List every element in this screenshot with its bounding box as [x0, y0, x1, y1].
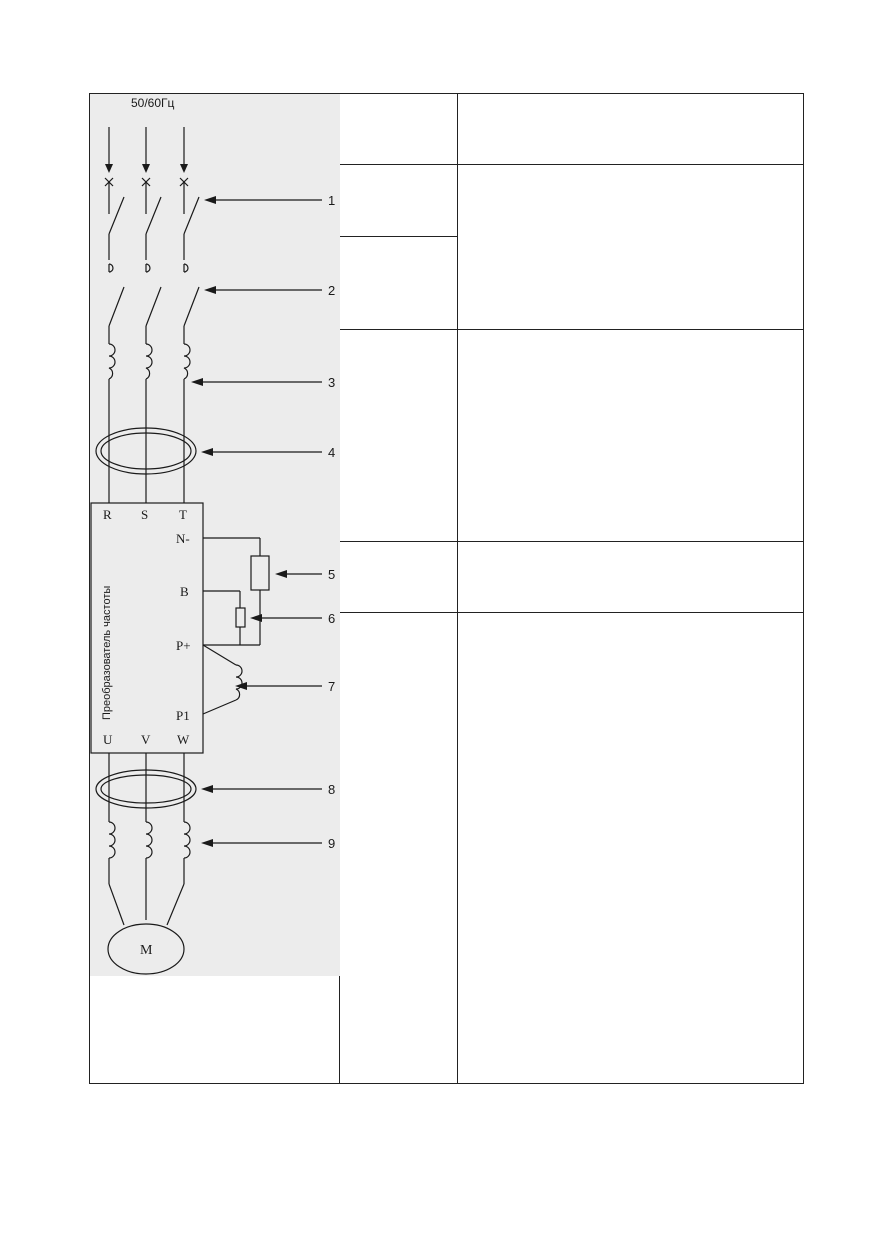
- terminal-p-plus: P+: [176, 638, 191, 653]
- wiring-diagram: 50/60Гц: [90, 94, 340, 976]
- supply-frequency-label: 50/60Гц: [131, 96, 175, 110]
- incoming-line-arrows: [108, 127, 185, 164]
- wiring-diagram-cell: 50/60Гц: [89, 93, 340, 1084]
- motor-label: M: [140, 943, 153, 958]
- component-table: 50/60Гц: [89, 93, 804, 1084]
- terminal-p1: P1: [176, 708, 190, 723]
- callout-5: 5: [328, 567, 335, 582]
- terminal-r: R: [103, 507, 112, 522]
- output-conductors: [108, 753, 185, 926]
- terminal-u: U: [103, 732, 113, 747]
- table-cell-name: [339, 236, 458, 330]
- callout-arrowheads: [191, 196, 287, 847]
- input-reactor: [108, 343, 191, 380]
- callout-1: 1: [328, 193, 335, 208]
- callout-9: 9: [328, 836, 335, 851]
- circuit-breaker: [108, 234, 200, 327]
- callout-4: 4: [328, 445, 335, 460]
- output-ferrite-filter: [95, 769, 197, 809]
- table-cell-name: [339, 541, 458, 613]
- table-cell-description: [457, 329, 804, 542]
- callout-6: 6: [328, 611, 335, 626]
- table-cell-description: [457, 93, 804, 165]
- terminal-t: T: [179, 507, 187, 522]
- table-cell-name: [339, 93, 458, 165]
- table-cell-description: [457, 164, 804, 330]
- table-cell-name: [339, 612, 458, 1084]
- callout-2: 2: [328, 283, 335, 298]
- table-cell-name: [339, 164, 458, 237]
- callout-3: 3: [328, 375, 335, 390]
- callout-8: 8: [328, 782, 335, 797]
- dc-choke: [202, 644, 243, 715]
- table-cell-name: [339, 329, 458, 542]
- callout-7: 7: [328, 679, 335, 694]
- frequency-converter-title: Преобразователь частоты: [101, 586, 113, 720]
- terminal-w: W: [177, 732, 190, 747]
- table-cell-description: [457, 541, 804, 613]
- terminal-s: S: [141, 507, 148, 522]
- table-cell-description: [457, 612, 804, 1084]
- input-ferrite-filter: [95, 427, 197, 475]
- frequency-converter-box: [90, 502, 204, 754]
- motor-symbol: [107, 923, 185, 975]
- callout-leaders: [202, 199, 322, 844]
- terminal-v: V: [141, 732, 151, 747]
- terminal-b: B: [180, 584, 189, 599]
- disconnector-switch: [108, 182, 200, 235]
- output-reactor: [108, 821, 191, 859]
- terminal-n-minus: N-: [176, 531, 190, 546]
- diagram-background: [90, 94, 340, 976]
